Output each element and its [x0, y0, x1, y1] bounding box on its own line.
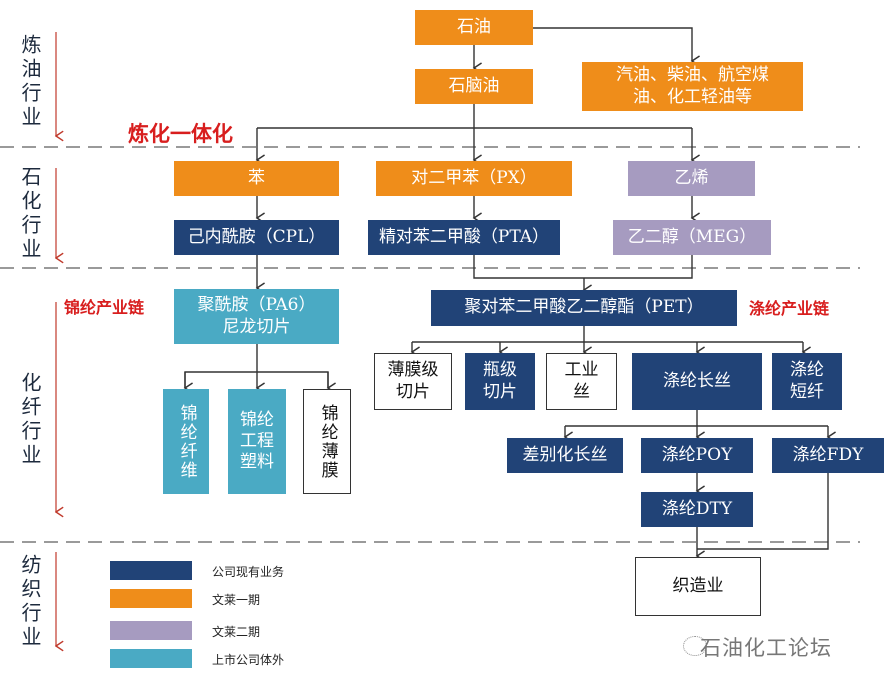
polyester-chain-label: 涤纶产业链	[749, 299, 830, 318]
node-pa6: 聚酰胺（PA6）尼龙切片	[174, 289, 339, 344]
node-polyester-filament: 涤纶长丝	[632, 353, 762, 410]
node-dty: 涤纶DTY	[641, 492, 753, 527]
section-label-petrochemical: 石化行业	[18, 166, 42, 262]
legend-swatch-wenlai-phase1	[110, 589, 192, 608]
node-polyester-staple: 涤纶短纤	[772, 353, 842, 410]
legend-label: 文莱二期	[212, 625, 261, 639]
legend-label: 公司现有业务	[212, 565, 285, 579]
section-label-chemical-fiber: 化纤行业	[18, 372, 42, 468]
legend-swatch-outside-listed	[110, 649, 192, 668]
node-crude-oil: 石油	[415, 10, 533, 45]
node-px: 对二甲苯（PX）	[376, 161, 572, 196]
legend-swatch-wenlai-phase2	[110, 621, 192, 640]
node-nylon-fiber: 锦纶纤维	[163, 389, 209, 494]
node-nylon-film: 锦纶薄膜	[303, 389, 351, 494]
node-fuels: 汽油、柴油、航空煤油、化工轻油等	[582, 62, 803, 111]
legend-label: 上市公司体外	[212, 653, 285, 667]
node-film-chip: 薄膜级切片	[374, 353, 452, 410]
nylon-chain-label: 锦纶产业链	[64, 298, 145, 317]
section-label-textile: 纺织行业	[18, 554, 42, 650]
legend-label: 文莱一期	[212, 593, 261, 607]
node-differentiated-filament: 差别化长丝	[507, 438, 623, 473]
node-ethylene: 乙烯	[628, 161, 755, 196]
legend-swatch-company-existing	[110, 561, 192, 580]
node-benzene: 苯	[174, 161, 339, 196]
section-dividers	[0, 146, 860, 543]
wechat-icon	[683, 636, 707, 656]
node-cpl: 己内酰胺（CPL）	[174, 220, 339, 255]
node-fdy: 涤纶FDY	[772, 438, 884, 473]
node-weaving: 织造业	[635, 557, 761, 616]
watermark: 石油化工论坛	[700, 636, 832, 660]
node-bottle-chip: 瓶级切片	[465, 353, 535, 410]
node-poy: 涤纶POY	[641, 438, 753, 473]
refining-integration-label: 炼化一体化	[128, 122, 233, 146]
node-pta: 精对苯二甲酸（PTA）	[368, 220, 560, 255]
flow-connectors	[185, 27, 828, 556]
node-naphtha: 石脑油	[415, 69, 533, 104]
node-nylon-plastic: 锦纶工程塑料	[228, 389, 286, 494]
node-meg: 乙二醇（MEG）	[613, 220, 771, 255]
node-pet: 聚对苯二甲酸乙二醇酯（PET）	[431, 290, 737, 326]
node-industrial-yarn: 工业丝	[546, 353, 617, 410]
section-label-refining: 炼油行业	[18, 34, 42, 130]
